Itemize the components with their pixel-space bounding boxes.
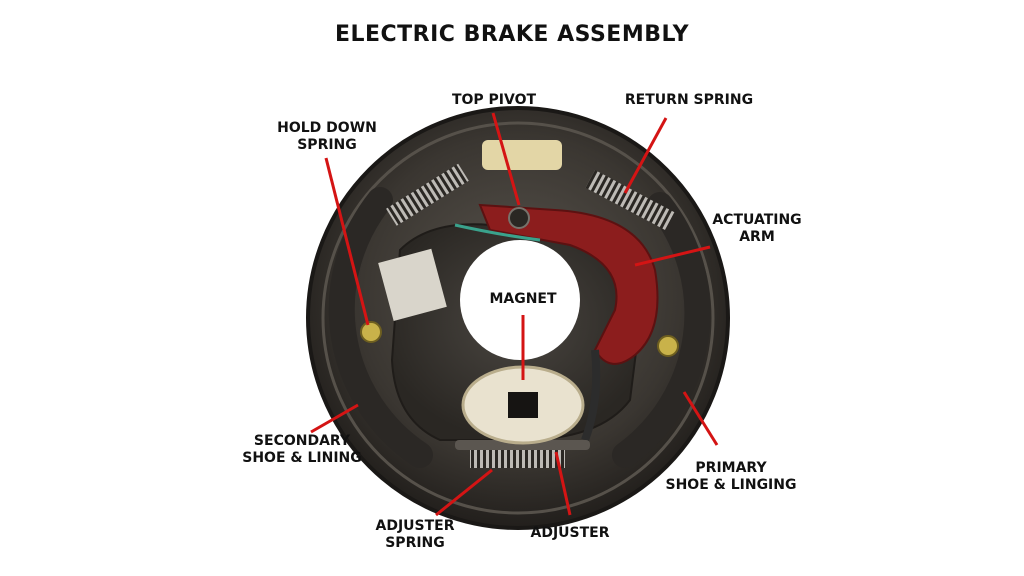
label-adjuster: ADJUSTER — [530, 525, 610, 541]
label-return-spring: RETURN SPRING — [624, 92, 754, 108]
hub-opening — [460, 240, 580, 360]
label-top-pivot: TOP PIVOT — [451, 92, 537, 108]
hold-down-spring-coil — [386, 163, 469, 226]
label-magnet: MAGNET — [489, 291, 557, 307]
left-anchor-pin — [360, 321, 382, 343]
right-anchor-pin — [657, 335, 679, 357]
label-actuating-arm: ACTUATING ARM — [712, 212, 802, 245]
return-spring-coil — [585, 170, 675, 230]
magnet-center — [508, 392, 538, 418]
info-sticker — [378, 248, 447, 321]
leader-actuating-arm — [634, 245, 711, 267]
leader-primary-shoe — [682, 391, 719, 446]
green-wire — [454, 223, 541, 242]
leader-lines — [310, 112, 719, 517]
top-pivot-block — [482, 140, 562, 170]
leader-hold-down-spring — [324, 157, 370, 326]
top-pivot-bolt — [508, 207, 530, 229]
label-adjuster-spring: ADJUSTER SPRING — [375, 518, 455, 551]
label-hold-down-spring: HOLD DOWN SPRING — [277, 120, 377, 153]
backing-plate-rim — [321, 121, 715, 515]
leader-secondary-shoe — [310, 403, 359, 434]
adjuster-spring-coil — [470, 450, 565, 468]
diagram-title: ELECTRIC BRAKE ASSEMBLY — [334, 22, 690, 47]
leader-adjuster-spring — [435, 468, 493, 517]
label-secondary-shoe: SECONDARY SHOE & LINING — [242, 433, 362, 466]
adjuster-rod — [455, 440, 590, 450]
secondary-shoe-lining — [328, 187, 433, 468]
primary-shoe-lining — [612, 192, 711, 468]
actuating-arm — [478, 203, 659, 365]
leader-top-pivot — [491, 112, 521, 206]
label-primary-shoe: PRIMARY SHOE & LINGING — [665, 460, 797, 493]
leader-return-spring — [623, 117, 668, 194]
leader-adjuster — [554, 451, 572, 516]
magnet-lead-wire — [581, 349, 601, 442]
